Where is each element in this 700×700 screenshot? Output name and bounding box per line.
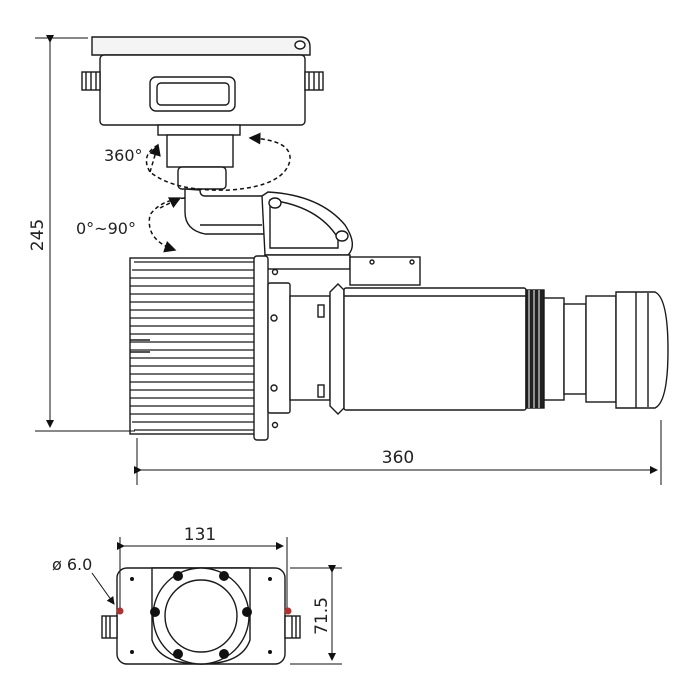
bottom-view	[101, 567, 301, 665]
rotation-tilt-label: 0°~90°	[76, 219, 136, 238]
cable-gland-right	[304, 71, 324, 91]
length-dimension	[134, 420, 662, 485]
hole-diameter-label: ø 6.0	[52, 555, 92, 574]
hole-diameter-leader	[91, 572, 115, 605]
corner-screws	[130, 577, 272, 654]
base-width-dimension	[117, 537, 288, 608]
base-gland-left	[101, 615, 118, 639]
rotation-360-label: 360°	[104, 146, 143, 165]
front-flange	[253, 255, 291, 441]
base-gland-right	[284, 615, 301, 639]
height-label: 245	[28, 219, 48, 251]
junction-box	[81, 36, 324, 126]
base-width-label: 131	[184, 525, 216, 545]
mounting-holes	[116, 607, 292, 615]
heat-sink	[129, 257, 259, 435]
mounting-rail	[264, 254, 421, 286]
side-view	[81, 36, 669, 441]
rotation-tilt-arrow	[148, 197, 186, 253]
cable-gland-left	[81, 71, 101, 91]
height-dimension	[35, 35, 135, 432]
tilt-bracket	[200, 191, 353, 256]
lens-barrel	[289, 283, 669, 415]
base-depth-dimension	[290, 565, 342, 665]
bolt-holes	[150, 571, 252, 659]
rotation-360-arrow	[145, 132, 291, 191]
swivel-collar	[157, 124, 271, 235]
base-depth-label: 71.5	[312, 597, 332, 635]
length-label: 360	[382, 448, 414, 468]
